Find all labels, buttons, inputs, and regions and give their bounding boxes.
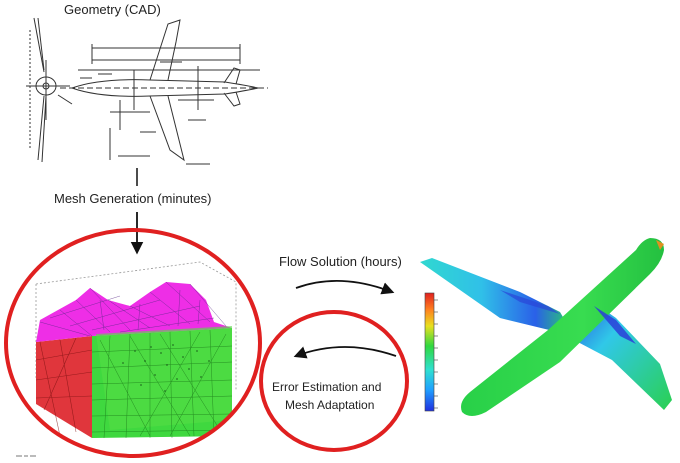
- solution-colorbar: [424, 292, 438, 412]
- aircraft-solution: [420, 238, 672, 416]
- cad-drawing: [26, 17, 268, 165]
- cad-top-view: [60, 19, 268, 165]
- flow-solution-label: Flow Solution (hours): [279, 254, 402, 269]
- aircraft-right-wing: [574, 300, 672, 410]
- error-estimation-label-line2: Mesh Adaptation: [285, 398, 375, 412]
- aircraft-fuselage: [461, 238, 664, 416]
- volume-mesh: [35, 261, 237, 439]
- flow-solution-arrow: [295, 279, 395, 295]
- aircraft-left-wing: [420, 258, 574, 336]
- mesh-generation-label: Mesh Generation (minutes): [54, 191, 212, 206]
- geometry-label: Geometry (CAD): [64, 2, 161, 17]
- error-estimation-circle: [259, 310, 409, 452]
- error-estimation-label-line1: Error Estimation and: [272, 380, 382, 394]
- adaptation-arrow: [293, 346, 397, 359]
- mesh-ellipse-group: [4, 228, 262, 458]
- mesh-circle: [4, 228, 262, 458]
- cad-front-view: [26, 17, 73, 163]
